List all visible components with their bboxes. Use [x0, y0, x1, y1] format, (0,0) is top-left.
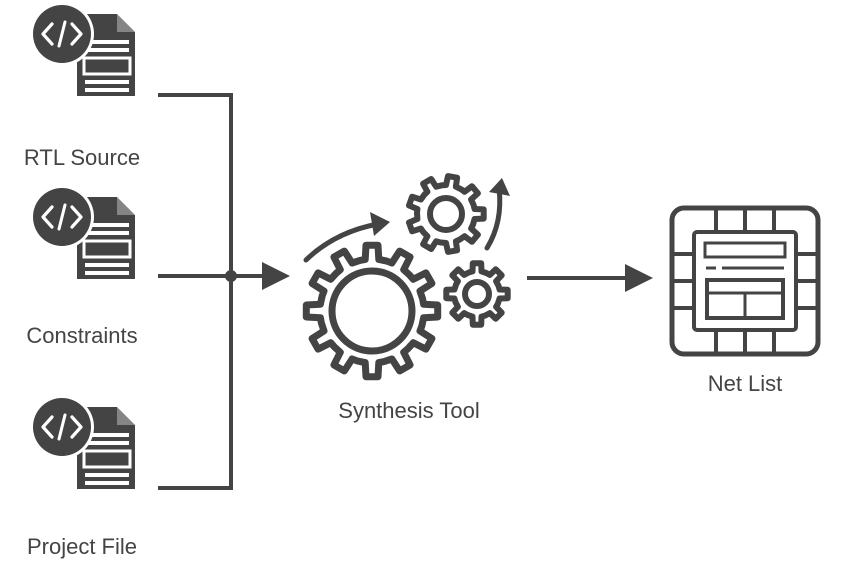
arrow-to-netlist-icon: [625, 264, 653, 292]
input-connectors: [158, 93, 265, 490]
arrow-to-tool-icon: [262, 262, 290, 290]
input-label-constraints: Constraints: [26, 323, 138, 348]
chip-icon: [669, 205, 821, 357]
code-file-icon: [28, 0, 137, 98]
input-label-rtl-source: RTL Source: [23, 145, 141, 170]
junction-dot: [225, 270, 237, 282]
input-label-project-file: Project File: [26, 534, 138, 559]
output-label: Net List: [707, 371, 783, 396]
code-file-icon: [28, 183, 137, 281]
gears-icon: [302, 173, 511, 381]
code-file-icon: [28, 393, 137, 491]
process-label: Synthesis Tool: [338, 398, 480, 423]
